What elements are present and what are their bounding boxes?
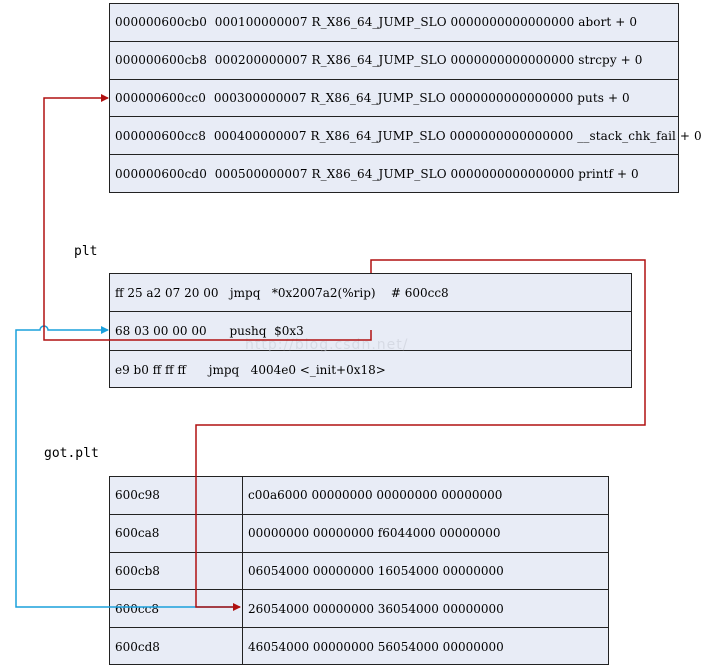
blue-arrow-got-to-plt-push — [15, 325, 236, 608]
got-address: 600c98 — [115, 488, 160, 503]
got-row: 600cd8 46054000 00000000 56054000 000000… — [110, 628, 608, 666]
watermark: http://blog.csdn.net/ — [245, 337, 409, 353]
got-address: 600cb8 — [115, 563, 160, 578]
got-row: 600ca8 00000000 00000000 f6044000 000000… — [110, 515, 608, 553]
rela-row-strcpy: 000000600cb8 000200000007 R_X86_64_JUMP_… — [110, 42, 678, 80]
got-value: 00000000 00000000 f6044000 00000000 — [248, 526, 501, 541]
connector-overlay — [15, 94, 646, 611]
got-row: 600c98 c00a6000 00000000 00000000 000000… — [110, 477, 608, 515]
plt-label: plt — [74, 244, 98, 259]
red-arrow-push-to-rela-puts — [43, 94, 372, 341]
got-address: 600cc8 — [115, 601, 159, 616]
got-plt-label: got.plt — [44, 446, 99, 461]
got-row: 600cb8 06054000 00000000 16054000 000000… — [110, 553, 608, 591]
got-value: 26054000 00000000 36054000 00000000 — [248, 601, 504, 616]
rela-row-abort: 000000600cb0 000100000007 R_X86_64_JUMP_… — [110, 4, 678, 42]
got-value: 06054000 00000000 16054000 00000000 — [248, 563, 504, 578]
rela-row-stack-chk-fail: 000000600cc8 000400000007 R_X86_64_JUMP_… — [110, 117, 702, 156]
red-arrow-plt-jmp-to-got — [195, 259, 646, 611]
plt-row-jmpq-init: e9 b0 ff ff ff jmpq 4004e0 <_init+0x18> — [115, 362, 386, 377]
plt-row-jmpq-got: ff 25 a2 07 20 00 jmpq *0x2007a2(%rip) #… — [110, 274, 631, 313]
rela-row-puts: 000000600cc0 000300000007 R_X86_64_JUMP_… — [110, 80, 678, 118]
got-value: c00a6000 00000000 00000000 00000000 — [248, 488, 503, 503]
rela-plt-table: 000000600cb0 000100000007 R_X86_64_JUMP_… — [109, 3, 702, 193]
rela-row-printf: 000000600cd0 000500000007 R_X86_64_JUMP_… — [115, 167, 639, 182]
got-address: 600cd8 — [115, 640, 160, 655]
plt-row-pushq: 68 03 00 00 00 pushq $0x3 — [110, 312, 631, 351]
got-address: 600ca8 — [115, 526, 160, 541]
got-plt-table: 600c98 c00a6000 00000000 00000000 000000… — [109, 476, 609, 665]
got-column-divider — [242, 477, 243, 664]
got-row: 600cc8 26054000 00000000 36054000 000000… — [110, 590, 608, 629]
got-value: 46054000 00000000 56054000 00000000 — [248, 640, 504, 655]
